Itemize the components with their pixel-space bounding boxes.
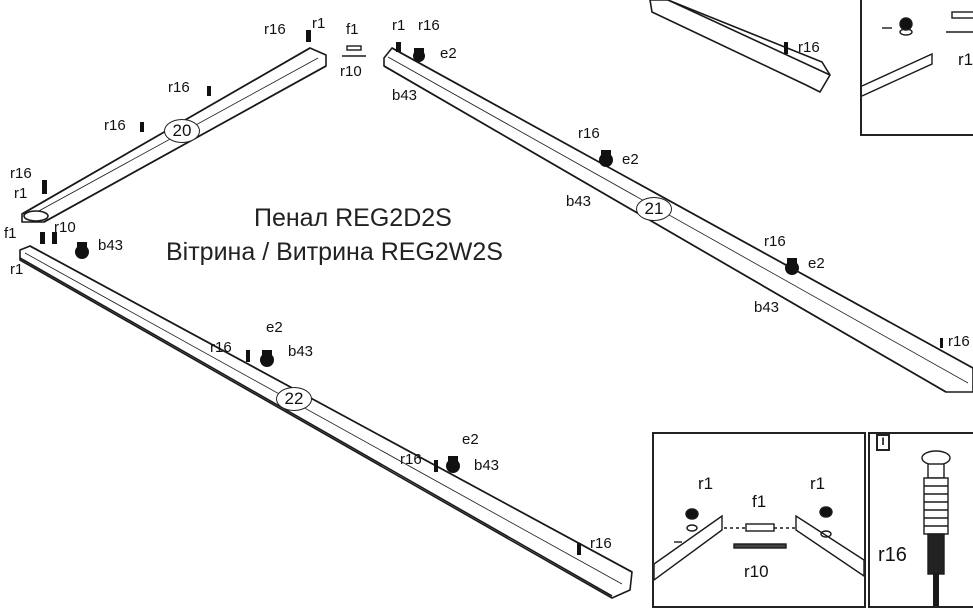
- label-r1: r1: [10, 261, 24, 278]
- cam-lock-5: [260, 350, 274, 367]
- f1-r10-symbol: [342, 45, 366, 57]
- inset-top-right: r1: [860, 0, 973, 136]
- inset-flag: I: [876, 434, 890, 451]
- label-r16: r16: [798, 39, 820, 56]
- cam-lock-4: [75, 242, 89, 259]
- label-r1: r1: [392, 17, 406, 34]
- label-r1: r1: [14, 185, 28, 202]
- label-r16: r16: [400, 451, 422, 468]
- inset-label-r16: r16: [878, 544, 907, 566]
- part-number-21: 21: [636, 197, 672, 221]
- cam-lock-1: [413, 48, 425, 62]
- label-b43: b43: [474, 457, 500, 474]
- inset-flag-label: I: [881, 436, 885, 448]
- inset-label-r1: r1: [958, 50, 973, 69]
- label-r16: r16: [210, 339, 232, 356]
- inset-connector: r1 f1 r1 r10: [652, 432, 866, 608]
- label-r16: r16: [764, 233, 786, 250]
- inset-bottom-right: I r16: [868, 432, 973, 608]
- label-r10: r10: [54, 219, 76, 236]
- label-e2: e2: [622, 151, 639, 168]
- label-r16: r16: [578, 125, 600, 142]
- label-b43: b43: [754, 299, 780, 316]
- label-f1: f1: [346, 21, 359, 38]
- dowel-drawing: [921, 450, 951, 606]
- label-e2: e2: [808, 255, 825, 272]
- label-e2: e2: [440, 45, 457, 62]
- inset-top-right-drawing: [862, 11, 973, 97]
- label-b43: b43: [98, 237, 124, 254]
- inset-label-r1-left: r1: [698, 474, 714, 493]
- title-line-1: Пенал REG2D2S: [254, 204, 452, 232]
- cam-lock-3: [785, 258, 799, 275]
- hardware-marks: [40, 30, 943, 555]
- inset-label-r1-right: r1: [810, 474, 826, 493]
- title-line-2: Вітрина / Витрина REG2W2S: [166, 238, 503, 266]
- board-top-partial: [649, 0, 831, 93]
- cam-lock-2: [599, 150, 613, 167]
- inset-label-r10: r10: [744, 562, 769, 581]
- label-r16: r16: [590, 535, 612, 552]
- board-22: [19, 245, 633, 599]
- label-r16: r16: [10, 165, 32, 182]
- label-r16: r16: [948, 333, 970, 350]
- label-r16: r16: [168, 79, 190, 96]
- board-21: [383, 47, 973, 393]
- label-e2: e2: [266, 319, 283, 336]
- label-r16: r16: [418, 17, 440, 34]
- label-b43: b43: [288, 343, 314, 360]
- label-r16: r16: [264, 21, 286, 38]
- label-r16: r16: [104, 117, 126, 134]
- part-number-20: 20: [164, 119, 200, 143]
- label-r1: r1: [312, 15, 326, 32]
- label-f1: f1: [4, 225, 17, 242]
- cam-lock-6: [446, 456, 460, 473]
- part-number-22: 22: [276, 387, 312, 411]
- label-r10: r10: [340, 63, 362, 80]
- inset-label-f1: f1: [752, 492, 767, 511]
- inset-connector-drawing: [654, 506, 864, 581]
- label-b43: b43: [566, 193, 592, 210]
- label-b43: b43: [392, 87, 418, 104]
- label-e2: e2: [462, 431, 479, 448]
